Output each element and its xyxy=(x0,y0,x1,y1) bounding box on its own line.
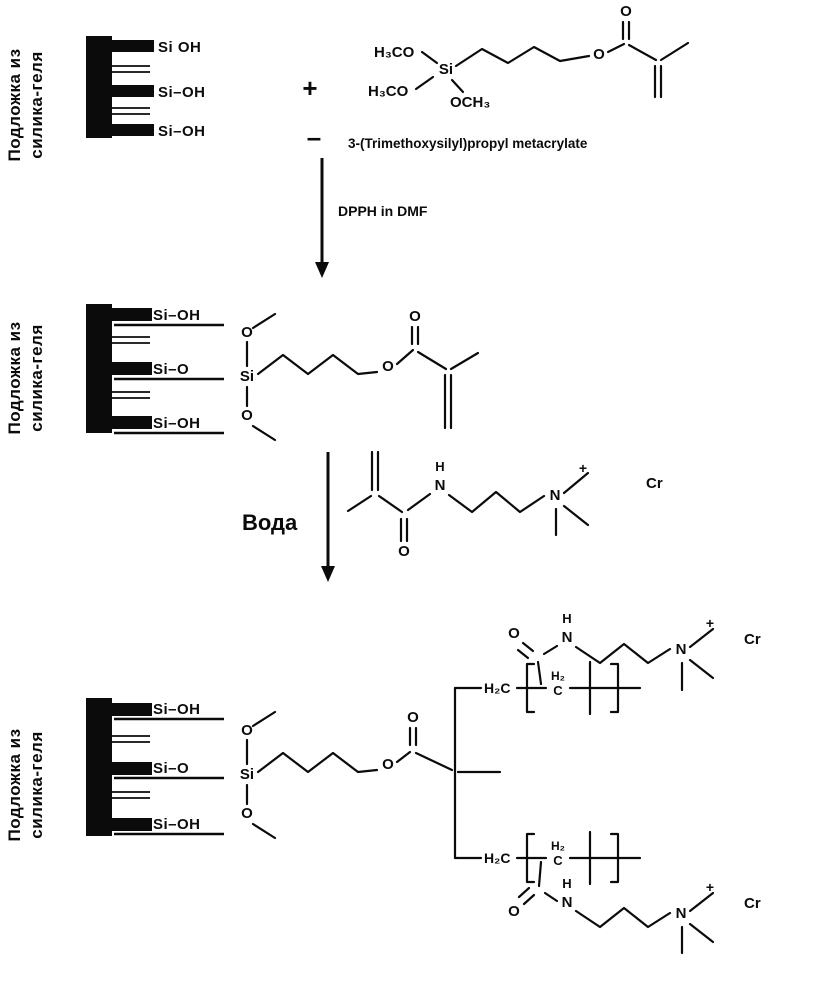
si-oh-label: Si–OH xyxy=(158,123,206,140)
ammonium-monomer-structure: O N H N + Cr xyxy=(346,450,663,560)
grafted-silane-structure: O Si O O O xyxy=(240,308,480,442)
carbonyl-oxygen-label: O xyxy=(409,308,421,325)
carbonyl-oxygen-label: O xyxy=(407,709,419,726)
si-oh-label: Si OH xyxy=(158,39,201,56)
quaternary-nitrogen-label: N xyxy=(676,641,687,658)
reagent-name: 3-(Trimethoxysilyl)propyl metacrylate xyxy=(348,136,588,151)
methoxy-label: H₃CO xyxy=(368,83,409,100)
methylene-label: H₂C xyxy=(484,850,510,866)
section-initial: Подложка из силика-геля Si OH Si–OH Si–O… xyxy=(5,3,690,278)
counterion-label: Cr xyxy=(744,631,761,648)
siloxane-oxygen-label: O xyxy=(241,805,253,822)
carbon-label: C xyxy=(553,683,563,698)
reaction-arrow-1 xyxy=(315,158,329,278)
positive-charge-label: + xyxy=(579,460,587,476)
amide-nitrogen-label: N xyxy=(562,894,573,911)
ester-oxygen-label: O xyxy=(382,358,394,375)
silicon-label: Si xyxy=(240,766,254,783)
substrate-label-line1: Подложка из xyxy=(5,728,24,841)
substrate-label-line2: силика-геля xyxy=(27,51,46,159)
minus-sign: – xyxy=(307,122,321,152)
grafted-silane-bonds xyxy=(245,312,480,442)
step1-condition-label: DPPH in DMF xyxy=(338,203,428,219)
polymer-upper-bonds xyxy=(453,627,715,716)
quaternary-nitrogen-label: N xyxy=(550,487,561,504)
silane-reagent-structure: H₃CO H₃CO Si OCH₃ O O xyxy=(368,3,690,111)
amide-hydrogen-label: H xyxy=(435,459,444,474)
counterion-label: Cr xyxy=(744,895,761,912)
plus-sign: + xyxy=(302,73,317,103)
silica-substrate-comb xyxy=(86,36,154,138)
carbon-label: C xyxy=(553,853,563,868)
silica-substrate-comb xyxy=(86,304,224,435)
si-oh-label: Si–OH xyxy=(158,84,206,101)
methylene-label: H₂C xyxy=(484,680,510,696)
polymer-repeat-unit-upper: H₂C H₂ C O N H N + Cr xyxy=(453,611,761,716)
methoxy-label: OCH₃ xyxy=(450,94,490,111)
carbonyl-oxygen-label: O xyxy=(620,3,632,20)
amide-hydrogen-label: H xyxy=(562,611,571,626)
amide-hydrogen-label: H xyxy=(562,876,571,891)
positive-charge-label: + xyxy=(706,615,714,631)
counterion-label: Cr xyxy=(646,475,663,492)
positive-charge-label: + xyxy=(706,879,714,895)
polymer-lower-bonds xyxy=(453,830,715,955)
siloxane-oxygen-label: O xyxy=(241,324,253,341)
substrate-label-line2: силика-геля xyxy=(27,731,46,839)
quaternary-nitrogen-label: N xyxy=(676,905,687,922)
si-o-label: Si–O xyxy=(153,760,189,777)
amide-nitrogen-label: N xyxy=(435,477,446,494)
methoxy-label: H₃CO xyxy=(374,44,415,61)
silane-reagent-bonds xyxy=(414,20,690,99)
substrate-label-line1: Подложка из xyxy=(5,321,24,434)
h2-label: H₂ xyxy=(551,669,565,683)
polymer-repeat-unit-lower: H₂C H₂ C O N H N + Cr xyxy=(453,830,761,955)
ester-oxygen-label: O xyxy=(593,46,605,63)
si-oh-label: Si–OH xyxy=(153,307,201,324)
si-oh-label: Si–OH xyxy=(153,415,201,432)
si-oh-label: Si–OH xyxy=(153,701,201,718)
section-polymer: Подложка из силика-геля Si–OH Si–O Si–OH xyxy=(5,611,761,955)
grafted-silane-bonds xyxy=(245,686,502,860)
section-silanized: Подложка из силика-геля Si–OH Si–O Si–OH xyxy=(5,304,663,582)
ammonium-monomer-bonds xyxy=(346,450,590,543)
si-oh-label: Si–OH xyxy=(153,816,201,833)
amide-nitrogen-label: N xyxy=(562,629,573,646)
siloxane-oxygen-label: O xyxy=(241,722,253,739)
silicon-label: Si xyxy=(240,368,254,385)
carbonyl-oxygen-label: O xyxy=(508,625,520,642)
silica-substrate-comb xyxy=(86,698,224,836)
ester-oxygen-label: O xyxy=(382,756,394,773)
substrate-label-line2: силика-геля xyxy=(27,324,46,432)
si-o-label: Si–O xyxy=(153,361,189,378)
carbonyl-oxygen-label: O xyxy=(508,903,520,920)
step2-condition-label: Вода xyxy=(242,510,298,535)
carbonyl-oxygen-label: O xyxy=(398,543,410,560)
silicon-label: Si xyxy=(439,61,453,78)
siloxane-oxygen-label: O xyxy=(241,407,253,424)
h2-label: H₂ xyxy=(551,839,565,853)
grafted-silane-structure: O Si O O O xyxy=(240,686,502,860)
reaction-arrow-2 xyxy=(321,452,335,582)
substrate-label-line1: Подложка из xyxy=(5,48,24,161)
